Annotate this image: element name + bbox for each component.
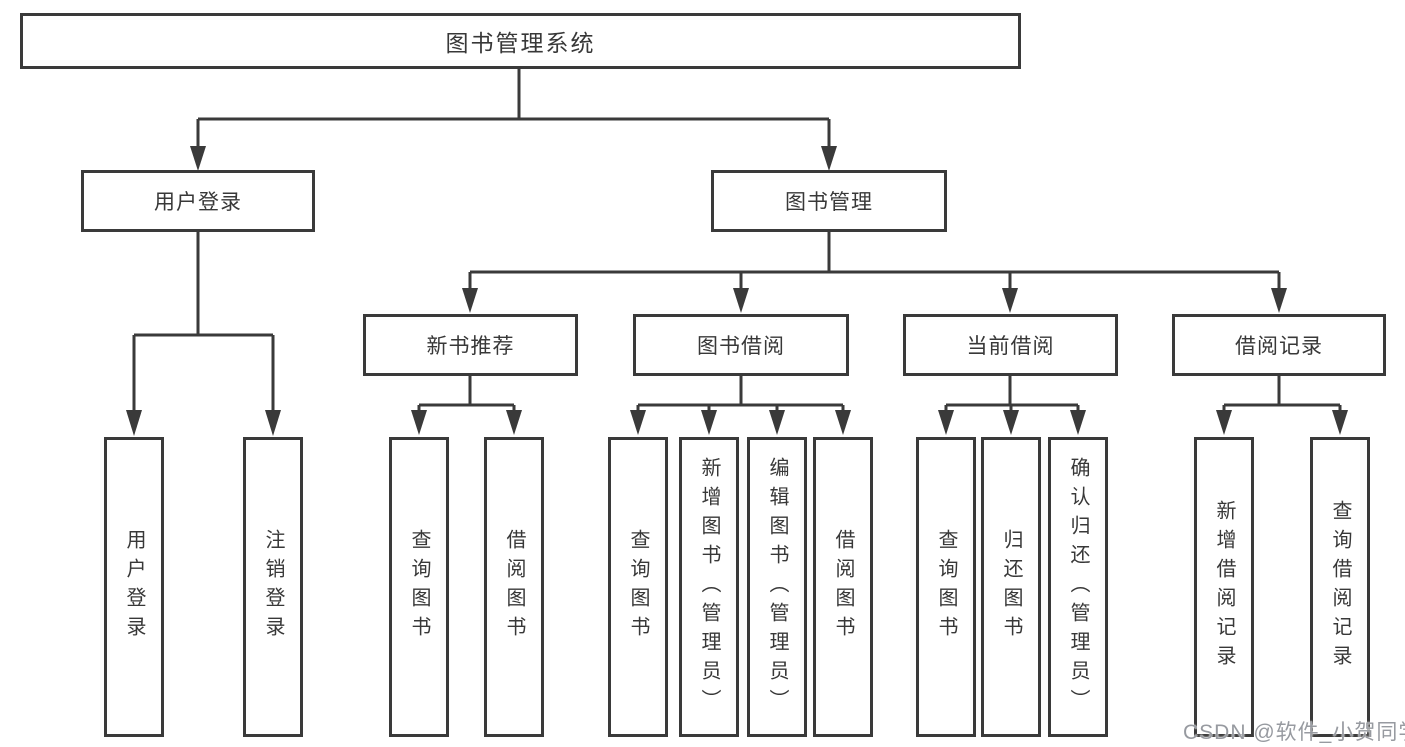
watermark: CSDN @软件_小贺同学 (1183, 721, 1405, 744)
connector-lines (196, 69, 831, 148)
node-label: 当前借阅 (966, 335, 1055, 358)
node-label: 查询借阅记录 (1329, 500, 1351, 674)
node-label: 借阅图书 (503, 529, 525, 645)
leaf-logout: 注销登录 (243, 437, 303, 737)
connector-lines (132, 232, 275, 412)
node-user-login: 用户登录 (81, 170, 315, 232)
connector-borrowing-records (1216, 376, 1348, 435)
arrowhead-icon (1003, 410, 1019, 435)
leaf-current-confirm-return-admin: 确认归还（管理员） (1048, 437, 1108, 737)
node-label: 查询图书 (627, 529, 649, 645)
node-label: 新增借阅记录 (1213, 500, 1235, 674)
arrowhead-icon (821, 146, 837, 171)
node-label: 图书借阅 (697, 335, 785, 358)
leaf-current-return-books: 归还图书 (981, 437, 1041, 737)
leaf-user-login: 用户登录 (104, 437, 164, 737)
connector-lines (468, 232, 1281, 290)
node-label: 用户登录 (123, 529, 145, 645)
leaf-records-query-record: 查询借阅记录 (1310, 437, 1370, 737)
connector-new-book-recommend (411, 376, 522, 435)
node-label: 借阅记录 (1235, 335, 1323, 358)
leaf-records-add-record: 新增借阅记录 (1194, 437, 1254, 737)
connector-book-management (462, 232, 1287, 313)
node-label: 查询图书 (935, 529, 957, 645)
arrowhead-icon (411, 410, 427, 435)
arrowhead-icon (701, 410, 717, 435)
leaf-borrow-query-books: 查询图书 (608, 437, 668, 737)
node-label: 新增图书（管理员） (698, 456, 720, 718)
node-root: 图书管理系统 (20, 13, 1021, 69)
connector-current-borrowing (938, 376, 1086, 435)
node-book-management: 图书管理 (711, 170, 947, 232)
arrowhead-icon (1002, 288, 1018, 313)
node-label: 图书管理系统 (445, 30, 596, 56)
arrowhead-icon (1271, 288, 1287, 313)
arrowhead-icon (835, 410, 851, 435)
leaf-recommend-query-books: 查询图书 (389, 437, 449, 737)
leaf-borrow-edit-books-admin: 编辑图书（管理员） (747, 437, 807, 737)
arrowhead-icon (1070, 410, 1086, 435)
arrowhead-icon (190, 146, 206, 171)
leaf-recommend-borrow-books: 借阅图书 (484, 437, 544, 737)
arrowhead-icon (506, 410, 522, 435)
arrowhead-icon (462, 288, 478, 313)
node-label: 确认归还（管理员） (1067, 456, 1089, 718)
connector-lines (1222, 376, 1342, 412)
arrowhead-icon (769, 410, 785, 435)
connector-book-borrowing (630, 376, 851, 435)
arrowhead-icon (1332, 410, 1348, 435)
leaf-borrow-borrow-books: 借阅图书 (813, 437, 873, 737)
arrowhead-icon (938, 410, 954, 435)
node-label: 编辑图书（管理员） (766, 456, 788, 718)
arrowhead-icon (630, 410, 646, 435)
arrowhead-icon (1216, 410, 1232, 435)
node-label: 新书推荐 (426, 335, 515, 358)
connector-user-login (126, 232, 281, 436)
node-label: 借阅图书 (832, 529, 854, 645)
node-label: 注销登录 (262, 529, 284, 645)
connector-root-to-level2 (190, 69, 837, 171)
connector-lines (636, 376, 845, 412)
arrowhead-icon (733, 288, 749, 313)
connector-lines (417, 376, 516, 412)
node-new-book-recommend: 新书推荐 (363, 314, 578, 376)
leaf-current-query-books: 查询图书 (916, 437, 976, 737)
node-borrowing-records: 借阅记录 (1172, 314, 1386, 376)
node-label: 查询图书 (408, 529, 430, 645)
node-label: 图书管理 (785, 191, 873, 214)
arrowhead-icon (265, 410, 281, 436)
node-label: 归还图书 (1000, 529, 1022, 645)
node-book-borrowing: 图书借阅 (633, 314, 849, 376)
leaf-borrow-add-books-admin: 新增图书（管理员） (679, 437, 739, 737)
node-label: 用户登录 (154, 191, 242, 214)
node-current-borrowing: 当前借阅 (903, 314, 1118, 376)
arrowhead-icon (126, 410, 142, 436)
connector-lines (944, 376, 1080, 412)
